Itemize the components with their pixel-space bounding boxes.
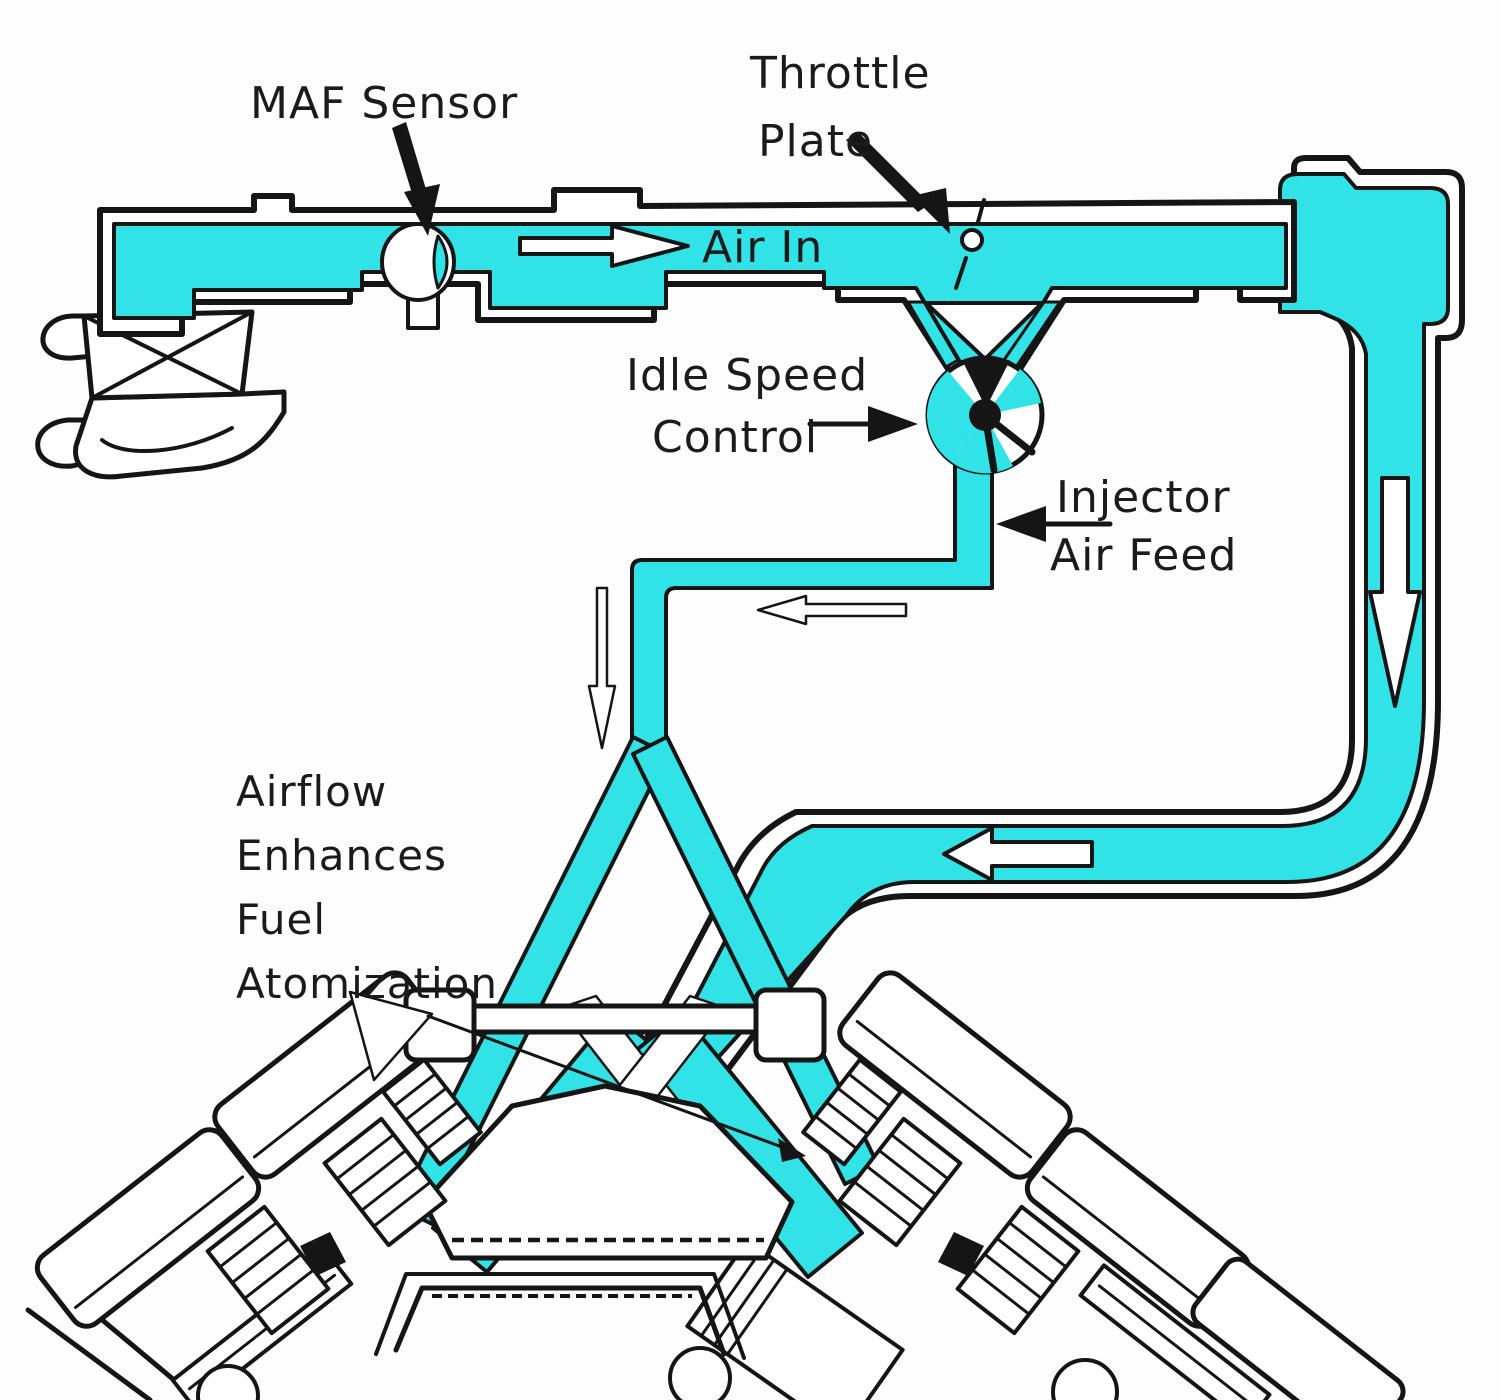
- throttle-leader-line: [846, 132, 930, 212]
- isc-hub: [969, 399, 1001, 431]
- valley-bracket-inner: [393, 1285, 727, 1357]
- injector-cap-right: [753, 987, 827, 1063]
- valve-cover-far-right: [1190, 1256, 1406, 1400]
- isc-sector-bottom: [950, 415, 1013, 474]
- throttle-leader-arrowhead: [912, 188, 950, 234]
- labels: MAF Sensor Throttle Plate Air In Idle Sp…: [236, 48, 1237, 1008]
- center-piston-pin: [668, 1346, 732, 1400]
- plenum-pipe-air-core: [672, 172, 1450, 1064]
- idle-speed-label-line2: Control: [652, 412, 818, 463]
- air-cleaner-housing-line: [100, 426, 234, 454]
- isc-sector-left: [926, 371, 985, 461]
- plenum-down-arrow: [1368, 476, 1422, 708]
- atomization-open-arrowhead: [348, 990, 434, 1082]
- atomization-leader-line: [426, 1014, 792, 1152]
- air-in-label: Air In: [702, 222, 823, 273]
- fuel-rail: [449, 1003, 781, 1035]
- isc-top-wedge: [962, 360, 1010, 408]
- atomization-label-line3: Fuel: [236, 895, 326, 944]
- plenum-and-return-pipe: [645, 155, 1465, 1075]
- feed-left-arrow: [756, 594, 908, 626]
- throttle-plate-blade: [954, 198, 986, 290]
- atomization-label-line4: Atomization: [236, 959, 498, 1008]
- left-piston-pin: [196, 1364, 260, 1400]
- intake-port-right: [626, 1011, 864, 1279]
- maf-leader-line: [392, 122, 428, 200]
- air-in-arrow: [518, 224, 690, 268]
- throttle-plate: [954, 198, 986, 290]
- valve-cover-left-lower: [34, 1127, 262, 1329]
- air-cleaner-housing: [73, 389, 287, 480]
- right-rocker-rod: [1078, 1263, 1272, 1400]
- right-piston-pin: [1051, 1358, 1119, 1400]
- air-cleaner-hook-top: [40, 313, 97, 361]
- isc-inlet-left: [906, 300, 960, 369]
- idle-speed-control-valve: [630, 300, 1062, 747]
- valve-tip-left: [300, 1232, 346, 1276]
- maf-sensor-slot: [432, 234, 449, 290]
- valve-spring-left-upper: [322, 1116, 448, 1248]
- bottom-end: [25, 1238, 1272, 1400]
- fuel-system: [381, 987, 903, 1167]
- atomization-leader-arrowhead: [778, 1138, 806, 1162]
- valve-cover-right-upper: [837, 970, 1073, 1180]
- throttle-plate-pivot: [960, 228, 984, 252]
- valve-spring-right-lower: [955, 1204, 1081, 1336]
- throttle-cone: [924, 301, 1044, 361]
- injector-leader-arrowhead: [996, 506, 1046, 542]
- maf-sensor: [380, 222, 456, 330]
- maf-sensor-label: MAF Sensor: [250, 78, 518, 129]
- valve-spring-left-lower: [205, 1204, 331, 1336]
- throttle-plate-label-line2: Plate: [758, 116, 873, 167]
- atomization-label-line1: Airflow: [236, 767, 387, 816]
- injector-air-feed-label-line1: Injector: [1056, 472, 1231, 523]
- fuel-injector-left: [381, 1057, 483, 1167]
- valve-tip-right: [938, 1232, 984, 1276]
- valve-spring-right-upper: [837, 1116, 963, 1248]
- leader-arrows: [348, 122, 1113, 1162]
- valley-bracket-outer: [374, 1272, 746, 1360]
- isc-sector-topright: [985, 369, 1041, 415]
- idle-speed-label-line1: Idle Speed: [626, 350, 868, 401]
- valve-springs: [205, 1116, 1081, 1336]
- fuel-injector-right: [801, 1057, 903, 1167]
- idle-leader-arrowhead: [868, 406, 918, 442]
- maf-leader-arrowhead: [404, 184, 440, 236]
- injector-air-feed-label-line2: Air Feed: [1050, 530, 1237, 581]
- feed-down-arrow: [587, 586, 617, 750]
- atomization-label-line2: Enhances: [236, 831, 447, 880]
- throttle-plate-label-line1: Throttle: [749, 48, 931, 99]
- return-left-arrow: [942, 826, 1094, 882]
